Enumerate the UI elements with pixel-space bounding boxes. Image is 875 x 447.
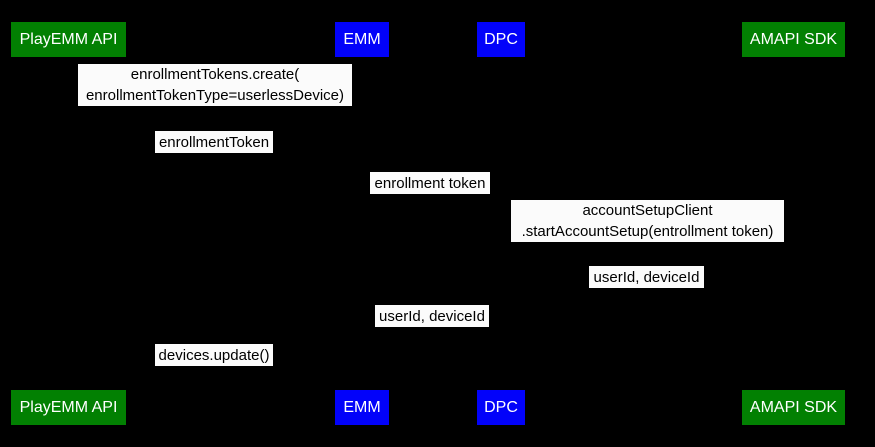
message-text-line: enrollmentToken [158, 133, 270, 151]
actor-dpc-top: DPC [477, 22, 525, 57]
message-text-line: enrollmentTokens.create( [130, 66, 300, 83]
message-text-line: enrollmentTokenType=userlessDevice) [85, 87, 345, 104]
message-label-userid-deviceid-to-emm: userId, deviceId [375, 305, 489, 327]
actor-label: EMM [343, 398, 381, 416]
message-text-line: enrollment token [374, 174, 486, 192]
actor-label: PlayEMM API [19, 398, 118, 416]
actor-label: AMAPI SDK [749, 398, 838, 416]
message-text-line: userId, deviceId [379, 307, 485, 325]
message-text-line: devices.update() [158, 346, 270, 364]
message-text-line: .startAccountSetup(entrollment token) [521, 223, 774, 240]
actor-label: AMAPI SDK [749, 30, 838, 48]
message-label-devices-update: devices.update() [155, 344, 273, 366]
actor-playemm-api-top: PlayEMM API [11, 22, 126, 57]
message-text-line: userId, deviceId [593, 268, 700, 286]
message-label-enrollment-token-to-dpc: enrollment token [370, 172, 490, 194]
actor-playemm-api-bottom: PlayEMM API [11, 390, 126, 425]
actor-label: DPC [484, 398, 518, 416]
actor-emm-top: EMM [335, 22, 389, 57]
message-label-enrollment-token-return: enrollmentToken [155, 131, 273, 153]
message-text-line: accountSetupClient [582, 202, 713, 219]
actor-label: DPC [484, 30, 518, 48]
message-label-userid-deviceid-to-dpc: userId, deviceId [589, 266, 704, 288]
actor-label: EMM [343, 30, 381, 48]
actor-label: PlayEMM API [19, 30, 118, 48]
actor-emm-bottom: EMM [335, 390, 389, 425]
message-label-enrollment-tokens-create: enrollmentTokens.create( enrollmentTokenT… [78, 64, 352, 106]
actor-amapi-sdk-bottom: AMAPI SDK [742, 390, 845, 425]
message-label-start-account-setup: accountSetupClient .startAccountSetup(ent… [511, 200, 784, 242]
actor-amapi-sdk-top: AMAPI SDK [742, 22, 845, 57]
actor-dpc-bottom: DPC [477, 390, 525, 425]
